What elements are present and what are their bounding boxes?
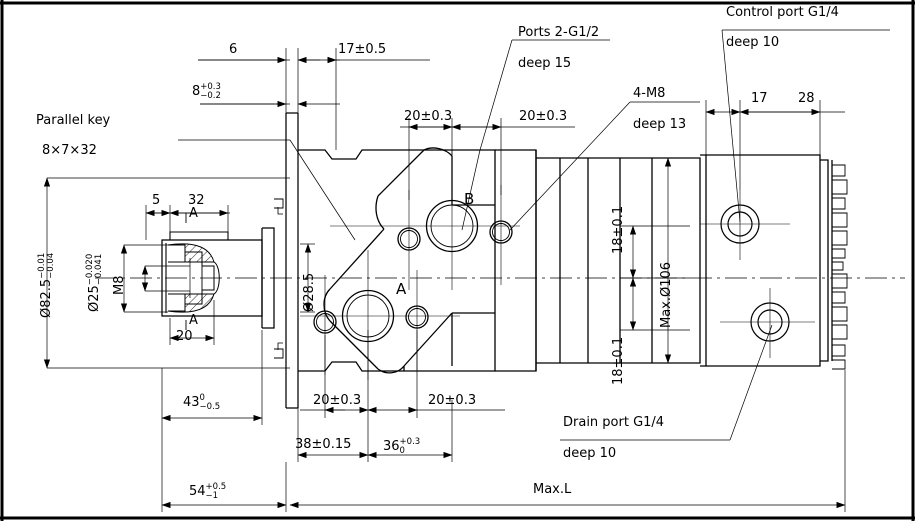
dim-dia-82-5: Ø82.5−0.01−0.04 [37, 252, 56, 318]
dim-thread-m8: M8 [112, 275, 127, 296]
port-flange-body [323, 147, 496, 374]
housing-transition [298, 149, 430, 372]
note-ports-line1: Ports 2-G1/2 [518, 25, 600, 40]
note-drain-port-line1: Drain port G1/4 [563, 415, 665, 430]
note-bolts-line2: deep 13 [633, 117, 687, 132]
dim-32: 32 [188, 193, 205, 208]
datum-a-bottom: A [189, 313, 198, 328]
axis-lines [300, 150, 815, 380]
dim-8-value: 8 [192, 83, 201, 99]
dim-20-bottom-left: 20±0.3 [313, 393, 362, 408]
dim-17-top: 17±0.5 [338, 42, 387, 57]
dim-20-top-left: 20±0.3 [404, 109, 453, 124]
note-parallel-key-line2: 8×7×32 [42, 143, 97, 158]
dim-max-diameter: Max.Ø106 [659, 261, 674, 328]
dim-dia-82-5-value: Ø82.5 [38, 278, 54, 318]
dim-8-tolerance: 8+0.3−0.2 [192, 83, 221, 100]
dim-max-length: Max.L [533, 482, 572, 497]
dim-20-bottom-right: 20±0.3 [428, 393, 477, 408]
dim-54: 54+0.5−1 [189, 483, 226, 500]
datum-a-top: A [189, 206, 198, 221]
dim-43-upper: 0 [199, 393, 205, 403]
note-bolts-line1: 4-M8 [633, 86, 666, 101]
spline-fins [832, 164, 848, 370]
note-drain-port-line2: deep 10 [563, 446, 617, 461]
dimension-lines [43, 48, 846, 512]
dim-43-lower: −0.5 [199, 401, 221, 412]
dim-18-lower: 18±0.1 [611, 336, 626, 385]
port-label-b: B [464, 190, 475, 208]
parallel-key [169, 231, 229, 241]
dim-dia-25-lower: −0.041 [93, 253, 104, 286]
dim-20-top-right: 20±0.3 [519, 109, 568, 124]
note-control-port-line1: Control port G1/4 [726, 5, 839, 20]
dim-54-upper: +0.5 [205, 482, 227, 492]
dim-36-upper: +0.3 [399, 437, 421, 447]
dim-6: 6 [229, 42, 238, 57]
port-label-a: A [396, 280, 407, 298]
note-control-port-line2: deep 10 [726, 35, 780, 50]
dim-dia-25: Ø25−0.020−0.041 [85, 253, 104, 312]
dim-43-value: 43 [183, 394, 200, 410]
dim-dia-25-value: Ø25 [86, 285, 102, 312]
dim-17-right: 17 [751, 91, 768, 106]
dim-dia-82-5-lower: −0.04 [45, 252, 56, 279]
dim-8-upper: +0.3 [200, 82, 221, 92]
dim-5: 5 [152, 193, 161, 208]
motor-housing [495, 149, 833, 372]
dim-8-lower: −0.2 [200, 90, 221, 101]
leader-lines [178, 29, 890, 441]
mounting-flange-plate [274, 112, 299, 409]
dim-54-lower: −1 [205, 490, 219, 501]
dim-20-left: 20 [176, 329, 193, 344]
dim-dia-28-5: Ø28.5 [302, 272, 317, 312]
dim-18-upper: 18±0.1 [611, 205, 626, 254]
note-ports-line2: deep 15 [518, 56, 572, 71]
dim-36-value: 36 [383, 438, 400, 454]
dim-38: 38±0.15 [295, 437, 352, 452]
dim-28-right: 28 [798, 91, 815, 106]
dim-54-value: 54 [189, 483, 206, 499]
dim-36-lower: 0 [399, 445, 405, 456]
note-parallel-key-line1: Parallel key [36, 113, 111, 128]
